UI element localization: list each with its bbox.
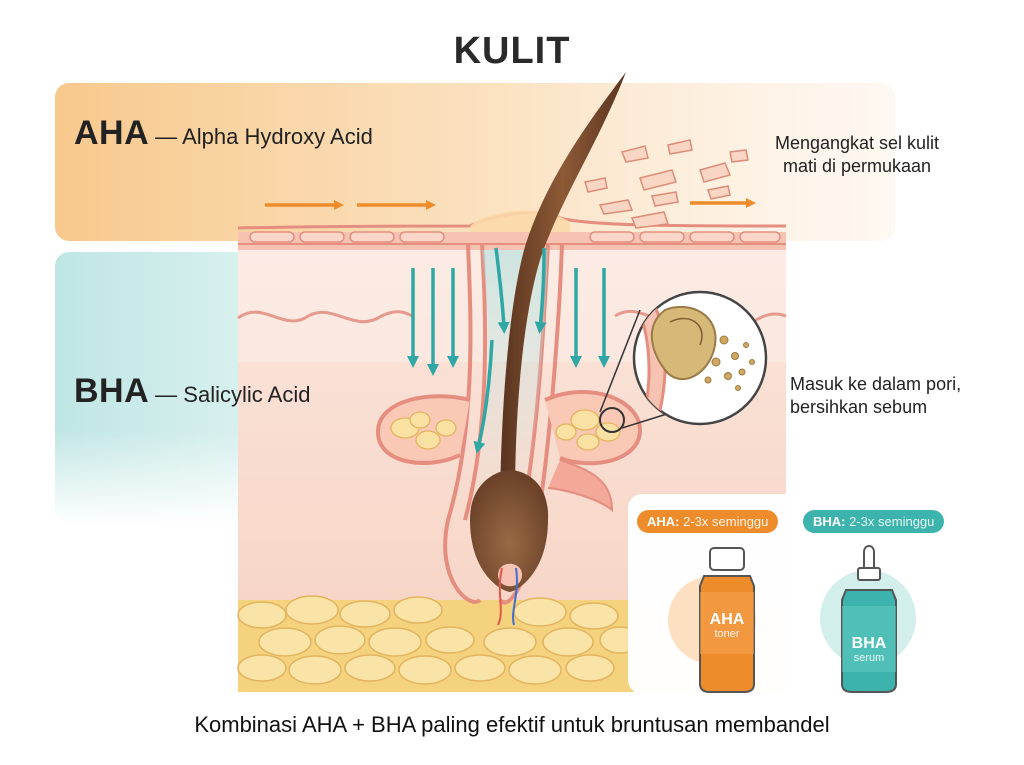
sebaceous-gland <box>375 390 643 513</box>
aha-exfoliation-arrows <box>265 198 756 210</box>
hair-shaft <box>470 72 626 626</box>
bha-frequency-badge: BHA: 2-3x seminggu <box>803 510 945 533</box>
aha-band <box>55 83 895 241</box>
pore-zoom-callout <box>599 290 768 433</box>
aha-bottle-label: AHA toner <box>709 611 745 640</box>
dead-skin-flakes <box>584 139 749 229</box>
caption: Kombinasi AHA + BHA paling efektif untuk… <box>194 712 830 737</box>
aha-frequency-badge: AHA: 2-3x seminggu <box>637 510 779 533</box>
aha-toner-bottle <box>699 547 755 693</box>
bha-serum-bottle <box>841 545 897 693</box>
bha-abbreviation: BHA <box>74 372 150 410</box>
bha-effect-note: Masuk ke dalam pori, bersihkan sebum <box>790 374 962 417</box>
bha-penetration-arrows <box>407 247 610 454</box>
diagram-title: KULIT <box>453 30 571 72</box>
products-panel <box>628 494 968 694</box>
aha-label: AHA— Alpha Hydroxy Acid <box>74 114 373 153</box>
aha-full-name: — Alpha Hydroxy Acid <box>155 124 373 149</box>
bha-bottle-label: BHA serum <box>851 635 887 664</box>
fat-layer <box>237 595 641 692</box>
bha-full-name: — Salicylic Acid <box>155 382 311 407</box>
aha-effect-note: Mengangkat sel kulit mati di permukaan <box>774 133 940 176</box>
bha-label: BHA— Salicylic Acid <box>74 372 310 411</box>
aha-abbreviation: AHA <box>74 114 150 152</box>
